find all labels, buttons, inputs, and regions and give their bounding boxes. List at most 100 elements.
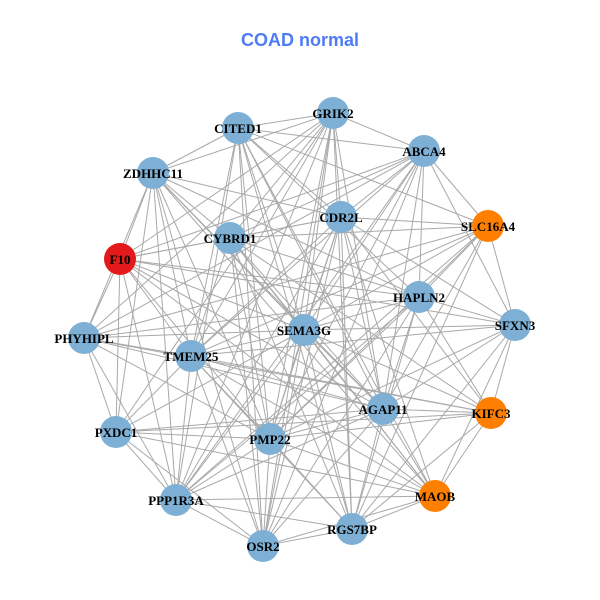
edge-CYBRD1-PMP22 xyxy=(229,237,271,440)
node-PPP1R3A[interactable]: PPP1R3A xyxy=(148,484,204,516)
edge-ZDHHC11-AGAP11 xyxy=(152,172,384,410)
node-label: PHYHIPL xyxy=(54,331,114,346)
node-label: AGAP11 xyxy=(358,402,407,417)
node-circle[interactable] xyxy=(408,135,440,167)
node-PHYHIPL[interactable]: PHYHIPL xyxy=(54,322,114,354)
edge-SLC16A4-SEMA3G xyxy=(303,225,489,331)
node-PMP22[interactable]: PMP22 xyxy=(249,423,291,455)
edge-PMP22-OSR2 xyxy=(262,438,271,547)
node-label: CITED1 xyxy=(214,121,262,136)
edge-ZDHHC11-PPP1R3A xyxy=(152,172,177,501)
edge-SEMA3G-PPP1R3A xyxy=(175,329,305,501)
node-label: SFXN3 xyxy=(495,318,536,333)
edge-CDR2L-MAOB xyxy=(340,216,436,497)
node-label: F10 xyxy=(110,252,131,267)
edge-AGAP11-MAOB xyxy=(382,408,436,497)
node-circle[interactable] xyxy=(288,314,320,346)
edge-CDR2L-OSR2 xyxy=(262,216,342,547)
edge-SLC16A4-SFXN3 xyxy=(487,225,516,326)
edge-HAPLN2-KIFC3 xyxy=(418,296,492,414)
node-label: HAPLN2 xyxy=(393,290,445,305)
edge-AGAP11-RGS7BP xyxy=(351,408,384,530)
chart-title: COAD normal xyxy=(240,30,359,50)
node-circle[interactable] xyxy=(367,393,399,425)
edge-KIFC3-PXDC1 xyxy=(115,412,492,433)
edge-PXDC1-OSR2 xyxy=(115,431,264,547)
node-circle[interactable] xyxy=(336,513,368,545)
node-circle[interactable] xyxy=(475,397,507,429)
edge-PXDC1-MAOB xyxy=(115,431,436,497)
node-circle[interactable] xyxy=(472,210,504,242)
node-circle[interactable] xyxy=(137,157,169,189)
edge-F10-MAOB xyxy=(119,258,436,497)
node-RGS7BP[interactable]: RGS7BP xyxy=(327,513,377,545)
node-PXDC1[interactable]: PXDC1 xyxy=(95,416,138,448)
node-TMEM25[interactable]: TMEM25 xyxy=(164,340,219,372)
node-CITED1[interactable]: CITED1 xyxy=(214,112,262,144)
edge-CITED1-PMP22 xyxy=(237,127,271,440)
node-ABCA4[interactable]: ABCA4 xyxy=(402,135,446,167)
node-circle[interactable] xyxy=(222,112,254,144)
node-CDR2L[interactable]: CDR2L xyxy=(319,201,363,233)
edge-AGAP11-OSR2 xyxy=(262,408,384,547)
edge-GRIK2-CDR2L xyxy=(332,112,342,218)
node-SLC16A4[interactable]: SLC16A4 xyxy=(461,210,516,242)
edge-CYBRD1-F10 xyxy=(119,237,231,260)
edge-AGAP11-PXDC1 xyxy=(115,408,384,433)
node-MAOB[interactable]: MAOB xyxy=(415,480,456,512)
node-OSR2[interactable]: OSR2 xyxy=(246,530,280,562)
edge-HAPLN2-AGAP11 xyxy=(382,296,420,410)
node-label: PMP22 xyxy=(249,432,290,447)
node-circle[interactable] xyxy=(214,222,246,254)
edge-ZDHHC11-CDR2L xyxy=(152,172,342,218)
node-KIFC3[interactable]: KIFC3 xyxy=(472,397,512,429)
node-circle[interactable] xyxy=(499,309,531,341)
edge-SEMA3G-RGS7BP xyxy=(303,329,353,530)
node-circle[interactable] xyxy=(317,97,349,129)
edge-ABCA4-SFXN3 xyxy=(423,150,516,326)
edge-CITED1-SEMA3G xyxy=(237,127,305,331)
node-circle[interactable] xyxy=(160,484,192,516)
edge-TMEM25-MAOB xyxy=(190,355,436,497)
node-SFXN3[interactable]: SFXN3 xyxy=(495,309,536,341)
edge-HAPLN2-PPP1R3A xyxy=(175,296,420,501)
node-circle[interactable] xyxy=(254,423,286,455)
node-circle[interactable] xyxy=(68,322,100,354)
node-SEMA3G[interactable]: SEMA3G xyxy=(277,314,331,346)
node-CYBRD1[interactable]: CYBRD1 xyxy=(204,222,257,254)
node-circle[interactable] xyxy=(175,340,207,372)
edge-ZDHHC11-PXDC1 xyxy=(115,172,154,433)
node-HAPLN2[interactable]: HAPLN2 xyxy=(393,281,445,313)
edge-TMEM25-KIFC3 xyxy=(190,355,492,414)
edge-CYBRD1-TMEM25 xyxy=(190,237,231,357)
edge-KIFC3-RGS7BP xyxy=(351,412,492,530)
edge-SFXN3-RGS7BP xyxy=(351,324,516,530)
node-F10[interactable]: F10 xyxy=(104,243,136,275)
node-ZDHHC11[interactable]: ZDHHC11 xyxy=(123,157,183,189)
edge-SEMA3G-PXDC1 xyxy=(115,329,305,433)
edge-TMEM25-PPP1R3A xyxy=(175,355,192,501)
edge-SFXN3-TMEM25 xyxy=(190,324,516,357)
edge-CYBRD1-OSR2 xyxy=(229,237,264,547)
node-circle[interactable] xyxy=(100,416,132,448)
edge-F10-PXDC1 xyxy=(115,258,121,433)
node-GRIK2[interactable]: GRIK2 xyxy=(312,97,354,129)
edge-SEMA3G-TMEM25 xyxy=(190,329,305,357)
node-circle[interactable] xyxy=(247,530,279,562)
node-label: RGS7BP xyxy=(327,522,377,537)
edge-F10-PPP1R3A xyxy=(119,258,177,501)
node-AGAP11[interactable]: AGAP11 xyxy=(358,393,408,425)
node-circle[interactable] xyxy=(403,281,435,313)
node-circle[interactable] xyxy=(104,243,136,275)
node-label: MAOB xyxy=(415,489,456,504)
node-circle[interactable] xyxy=(325,201,357,233)
node-circle[interactable] xyxy=(419,480,451,512)
edge-SFXN3-AGAP11 xyxy=(382,324,516,410)
edge-AGAP11-PPP1R3A xyxy=(175,408,384,501)
edge-PHYHIPL-PXDC1 xyxy=(83,337,117,433)
node-label: ZDHHC11 xyxy=(123,166,183,181)
edge-SLC16A4-PMP22 xyxy=(269,225,489,440)
node-label: ABCA4 xyxy=(402,144,446,159)
edge-F10-HAPLN2 xyxy=(119,258,420,298)
